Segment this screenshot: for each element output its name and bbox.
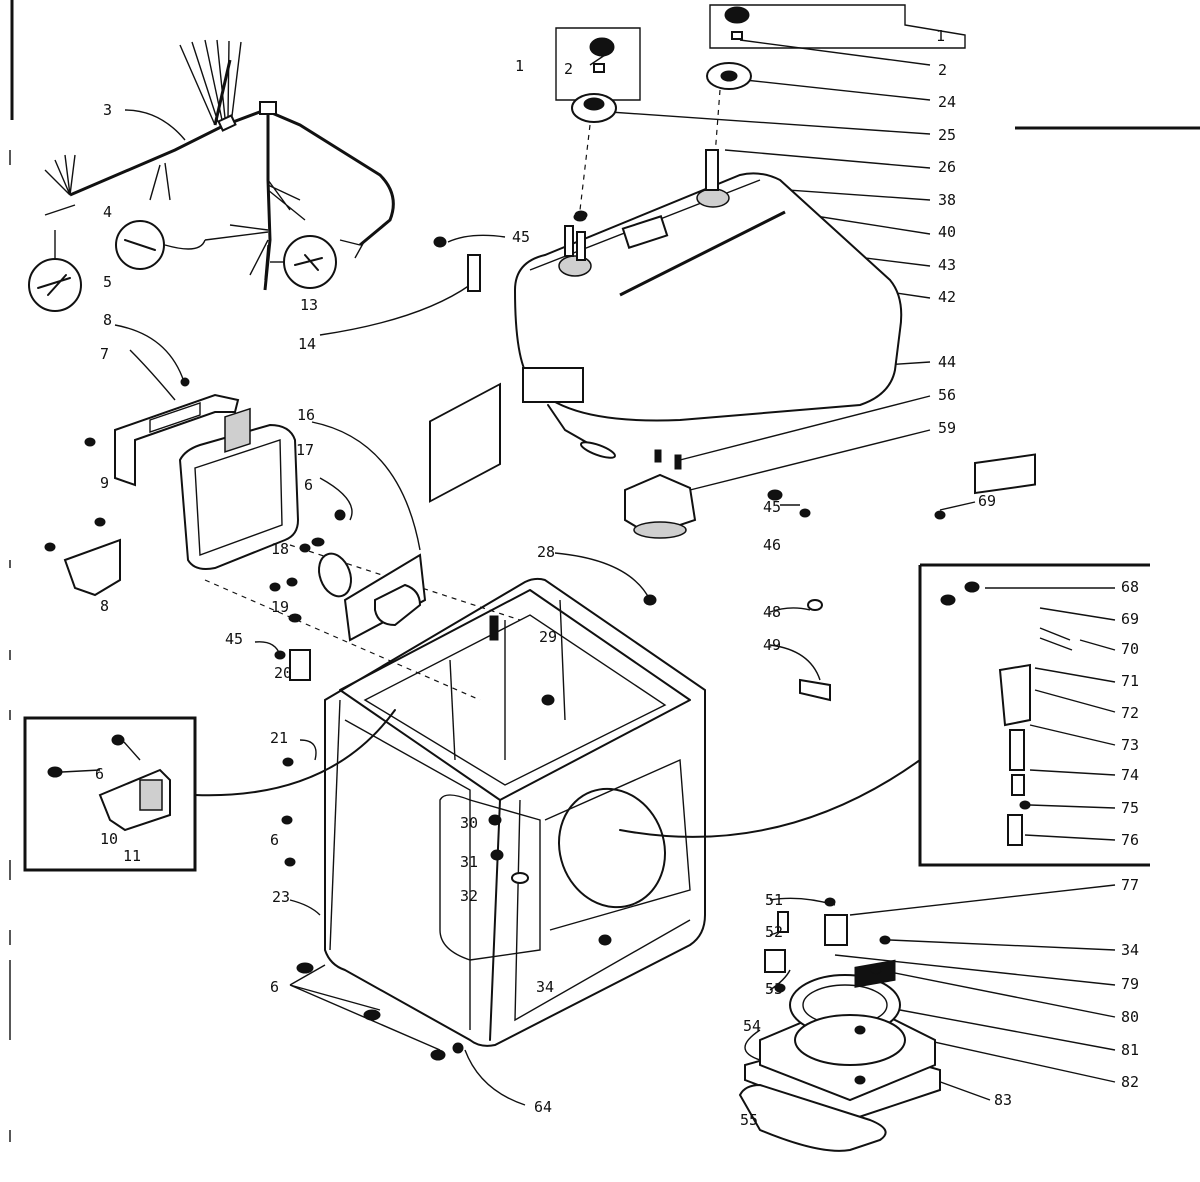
callout-79: 79 [1121, 975, 1140, 993]
callout-17: 17 [296, 441, 315, 459]
callout-77: 77 [1121, 876, 1140, 894]
callout-10: 10 [100, 830, 119, 848]
callout-71: 71 [1121, 672, 1140, 690]
callout-6c: 6 [270, 831, 280, 849]
callout-6d: 6 [270, 978, 280, 996]
callout-25: 25 [938, 126, 957, 144]
inset-right-leader [619, 759, 921, 838]
callout-18: 18 [271, 540, 290, 558]
callout-42: 42 [938, 288, 957, 306]
callout-52: 52 [765, 923, 784, 941]
callout-70: 70 [1121, 640, 1140, 658]
inset-right [918, 453, 1150, 867]
callout-45a: 45 [512, 228, 531, 246]
callout-51: 51 [765, 891, 784, 909]
knob-box-2 [709, 4, 966, 49]
callout-38: 38 [938, 191, 957, 209]
callout-8b: 8 [100, 597, 110, 615]
callout-29: 29 [539, 628, 558, 646]
callout-11: 11 [123, 847, 142, 865]
inset-left-leader [194, 709, 396, 797]
bracket-7 [114, 393, 240, 487]
callout-21: 21 [270, 729, 289, 747]
callout-8a: 8 [103, 311, 113, 329]
callout-2a: 2 [564, 60, 574, 78]
callout-13: 13 [300, 296, 319, 314]
callout-69: 69 [1121, 610, 1140, 628]
callout-23: 23 [272, 888, 291, 906]
callout-40: 40 [938, 223, 957, 241]
callout-53: 53 [765, 980, 784, 998]
callout-59: 59 [938, 419, 957, 437]
margin-marks [9, 0, 14, 1142]
callout-16: 16 [297, 406, 316, 424]
callout-73: 73 [1121, 736, 1140, 754]
blower-housing-16 [178, 407, 521, 701]
callout-75: 75 [1121, 799, 1140, 817]
base-assembly [738, 959, 941, 1152]
callout-72: 72 [1121, 704, 1140, 722]
callout-3: 3 [103, 101, 113, 119]
fasteners [44, 212, 946, 1085]
callout-83: 83 [994, 1091, 1013, 1109]
callout-46: 46 [763, 536, 782, 554]
motor-mount-17 [318, 552, 427, 642]
wire-harness [28, 39, 395, 312]
callout-82: 82 [1121, 1073, 1140, 1091]
callout-49: 49 [763, 636, 782, 654]
callout-6a: 6 [304, 476, 314, 494]
callout-24: 24 [938, 93, 957, 111]
callout-64: 64 [534, 1098, 553, 1116]
callout-1a: 1 [515, 57, 525, 75]
callout-55: 55 [740, 1111, 759, 1129]
callout-45c: 45 [763, 498, 782, 516]
callout-74: 74 [1121, 766, 1140, 784]
callout-26: 26 [938, 158, 957, 176]
callout-34b: 34 [1121, 941, 1140, 959]
switch-44 [522, 367, 617, 459]
knob-box-1 [555, 27, 641, 101]
callout-28: 28 [537, 543, 556, 561]
callout-5: 5 [103, 273, 113, 291]
panel-8 [63, 538, 121, 597]
cabinet [324, 382, 706, 1047]
callout-48: 48 [763, 603, 782, 621]
callout-34a: 34 [536, 978, 555, 996]
callout-45b: 45 [225, 630, 244, 648]
callout-2b: 2 [938, 61, 948, 79]
callout-7: 7 [100, 345, 110, 363]
timer-59 [624, 449, 697, 539]
callout-54: 54 [743, 1017, 762, 1035]
callout-80: 80 [1121, 1008, 1140, 1026]
callout-9: 9 [100, 474, 110, 492]
switch-20 [289, 649, 311, 681]
callout-69b: 69 [978, 492, 997, 510]
callout-31: 31 [460, 853, 479, 871]
callout-43: 43 [938, 256, 957, 274]
callout-14: 14 [298, 335, 317, 353]
callout-44: 44 [938, 353, 957, 371]
callout-20: 20 [274, 664, 293, 682]
callout-30: 30 [460, 814, 479, 832]
callout-68: 68 [1121, 578, 1140, 596]
callout-4: 4 [103, 203, 113, 221]
callout-6b: 6 [95, 765, 105, 783]
callout-56: 56 [938, 386, 957, 404]
callout-1b: 1 [936, 27, 946, 45]
callout-32: 32 [460, 887, 479, 905]
callout-76: 76 [1121, 831, 1140, 849]
callout-19: 19 [271, 598, 290, 616]
callout-81: 81 [1121, 1041, 1140, 1059]
